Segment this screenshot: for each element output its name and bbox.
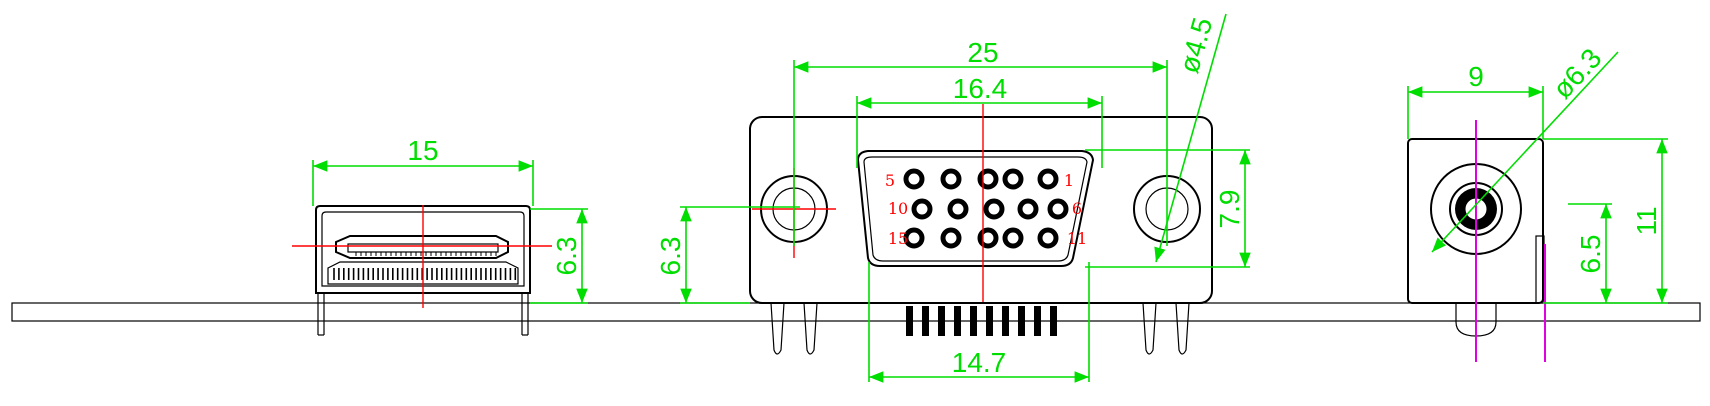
hdmi-dimensions: 15 6.3 [312, 135, 588, 304]
vga-pin-label-6: 6 [1072, 199, 1082, 218]
vga-pin-label-10: 10 [888, 199, 908, 218]
vga-pin [947, 198, 969, 220]
vga-pin [903, 168, 925, 190]
vga-shell-bottom-width-label: 14.7 [952, 347, 1007, 378]
vga-lead [906, 306, 913, 336]
vga-pin [1002, 168, 1024, 190]
vga-pin [1017, 198, 1039, 220]
audio-jack-dimensions: 9 ø6.3 11 6.5 [1407, 42, 1668, 304]
pcb-board [11, 302, 1701, 322]
audio-jack-connector [1407, 120, 1546, 362]
vga-dimensions: 25 16.4 14.7 7.9 6.3 ø4.5 [655, 13, 1251, 383]
vga-connector: 5 1 10 6 15 11 [749, 104, 1213, 355]
vga-lead [1034, 306, 1041, 336]
vga-lead [938, 306, 945, 336]
vga-pin [940, 227, 962, 249]
vga-pin [1002, 227, 1024, 249]
vga-lead [970, 306, 977, 336]
hdmi-width-label: 15 [407, 135, 438, 166]
vga-overall-width-label: 25 [967, 37, 998, 68]
hdmi-height-label: 6.3 [551, 237, 582, 276]
vga-pin [940, 168, 962, 190]
vga-pin [1047, 198, 1069, 220]
vga-pin [1037, 227, 1059, 249]
vga-shell-height-label: 7.9 [1214, 190, 1245, 229]
hdmi-connector [292, 205, 552, 336]
vga-lead [986, 306, 993, 336]
vga-pin [903, 227, 925, 249]
vga-lead [1018, 306, 1025, 336]
vga-center-height-label: 6.3 [655, 237, 686, 276]
vga-shell-top-width-label: 16.4 [953, 73, 1008, 104]
vga-lead [954, 306, 961, 336]
audio-jack-total-height-label: 11 [1631, 206, 1662, 235]
vga-pin [911, 198, 933, 220]
audio-jack-center-height-label: 6.5 [1575, 235, 1606, 274]
vga-pin [977, 168, 999, 190]
audio-jack-width-label: 9 [1468, 61, 1484, 92]
vga-pin [983, 198, 1005, 220]
vga-pin [977, 227, 999, 249]
vga-lead [922, 306, 929, 336]
vga-pin-label-15: 15 [888, 229, 908, 248]
vga-pin [1037, 168, 1059, 190]
vga-lead [1050, 306, 1057, 336]
vga-pin-label-1: 1 [1064, 171, 1074, 190]
vga-pin-label-11: 11 [1067, 229, 1087, 248]
vga-pin-label-5: 5 [885, 171, 895, 190]
vga-lead [1002, 306, 1009, 336]
